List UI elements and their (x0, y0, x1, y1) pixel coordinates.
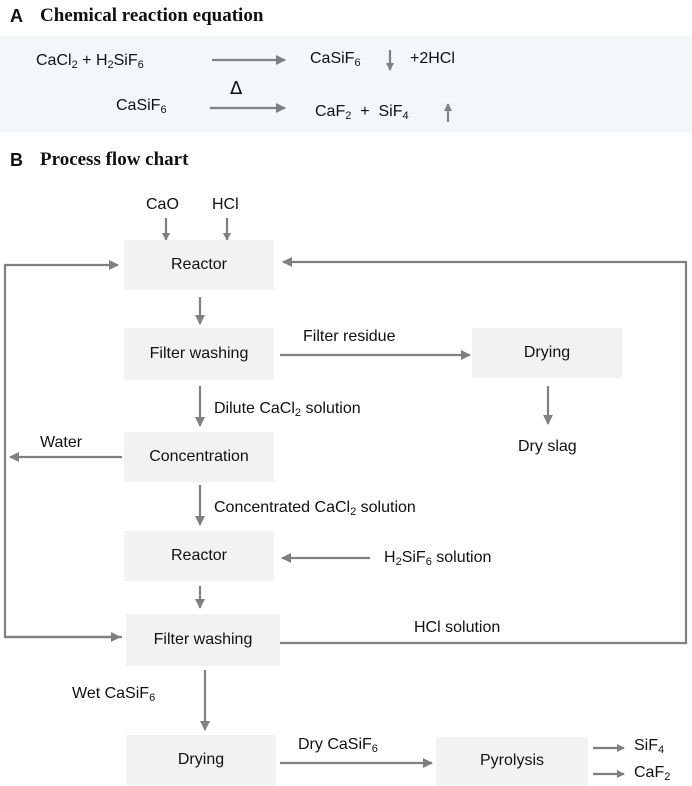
panel-b-title: Process flow chart (40, 149, 189, 170)
drying-2-box: Drying (126, 735, 276, 785)
water-label: Water (40, 434, 83, 451)
eq1-product-2: +2HCl (410, 50, 455, 67)
concentration-box: Concentration (124, 432, 274, 482)
eq1-reactants: CaCl2 + H2SiF6 (36, 52, 144, 71)
sif4-output-label: SiF4 (634, 737, 665, 756)
eq2-reactant: CaSiF6 (116, 97, 167, 116)
pyrolysis-box: Pyrolysis (436, 737, 588, 785)
eq1-product-1: CaSiF6 (310, 50, 361, 69)
filter-washing-1-box: Filter washing (124, 328, 274, 380)
dilute-cacl2-label: Dilute CaCl2 solution (214, 400, 361, 419)
caf2-output-label: CaF2 (634, 764, 671, 783)
panel-b-letter: B (10, 150, 23, 170)
equation-band (0, 36, 692, 132)
hcl-recycle-loop (280, 257, 688, 645)
panel-a-letter: A (10, 6, 23, 26)
dry-casif6-label: Dry CaSiF6 (298, 736, 378, 755)
cao-label: CaO (146, 196, 179, 213)
heat-symbol: Δ (230, 78, 243, 99)
concentrated-cacl2-label: Concentrated CaCl2 solution (214, 499, 416, 518)
reactor-1-box: Reactor (124, 240, 274, 290)
filter-residue-label: Filter residue (303, 328, 396, 345)
hcl-solution-label: HCl solution (414, 619, 501, 636)
eq2-products: CaF2 + SiF4 (315, 103, 409, 122)
h2sif6-solution-label: H2SiF6 solution (384, 549, 492, 568)
hcl-label: HCl (212, 196, 239, 213)
filter-washing-2-box: Filter washing (126, 614, 280, 666)
drying-1-box: Drying (472, 328, 622, 378)
dry-slag-label: Dry slag (518, 438, 577, 455)
reactor-2-box: Reactor (124, 531, 274, 581)
panel-a-title: Chemical reaction equation (40, 5, 264, 26)
wet-casif6-label: Wet CaSiF6 (72, 685, 156, 704)
